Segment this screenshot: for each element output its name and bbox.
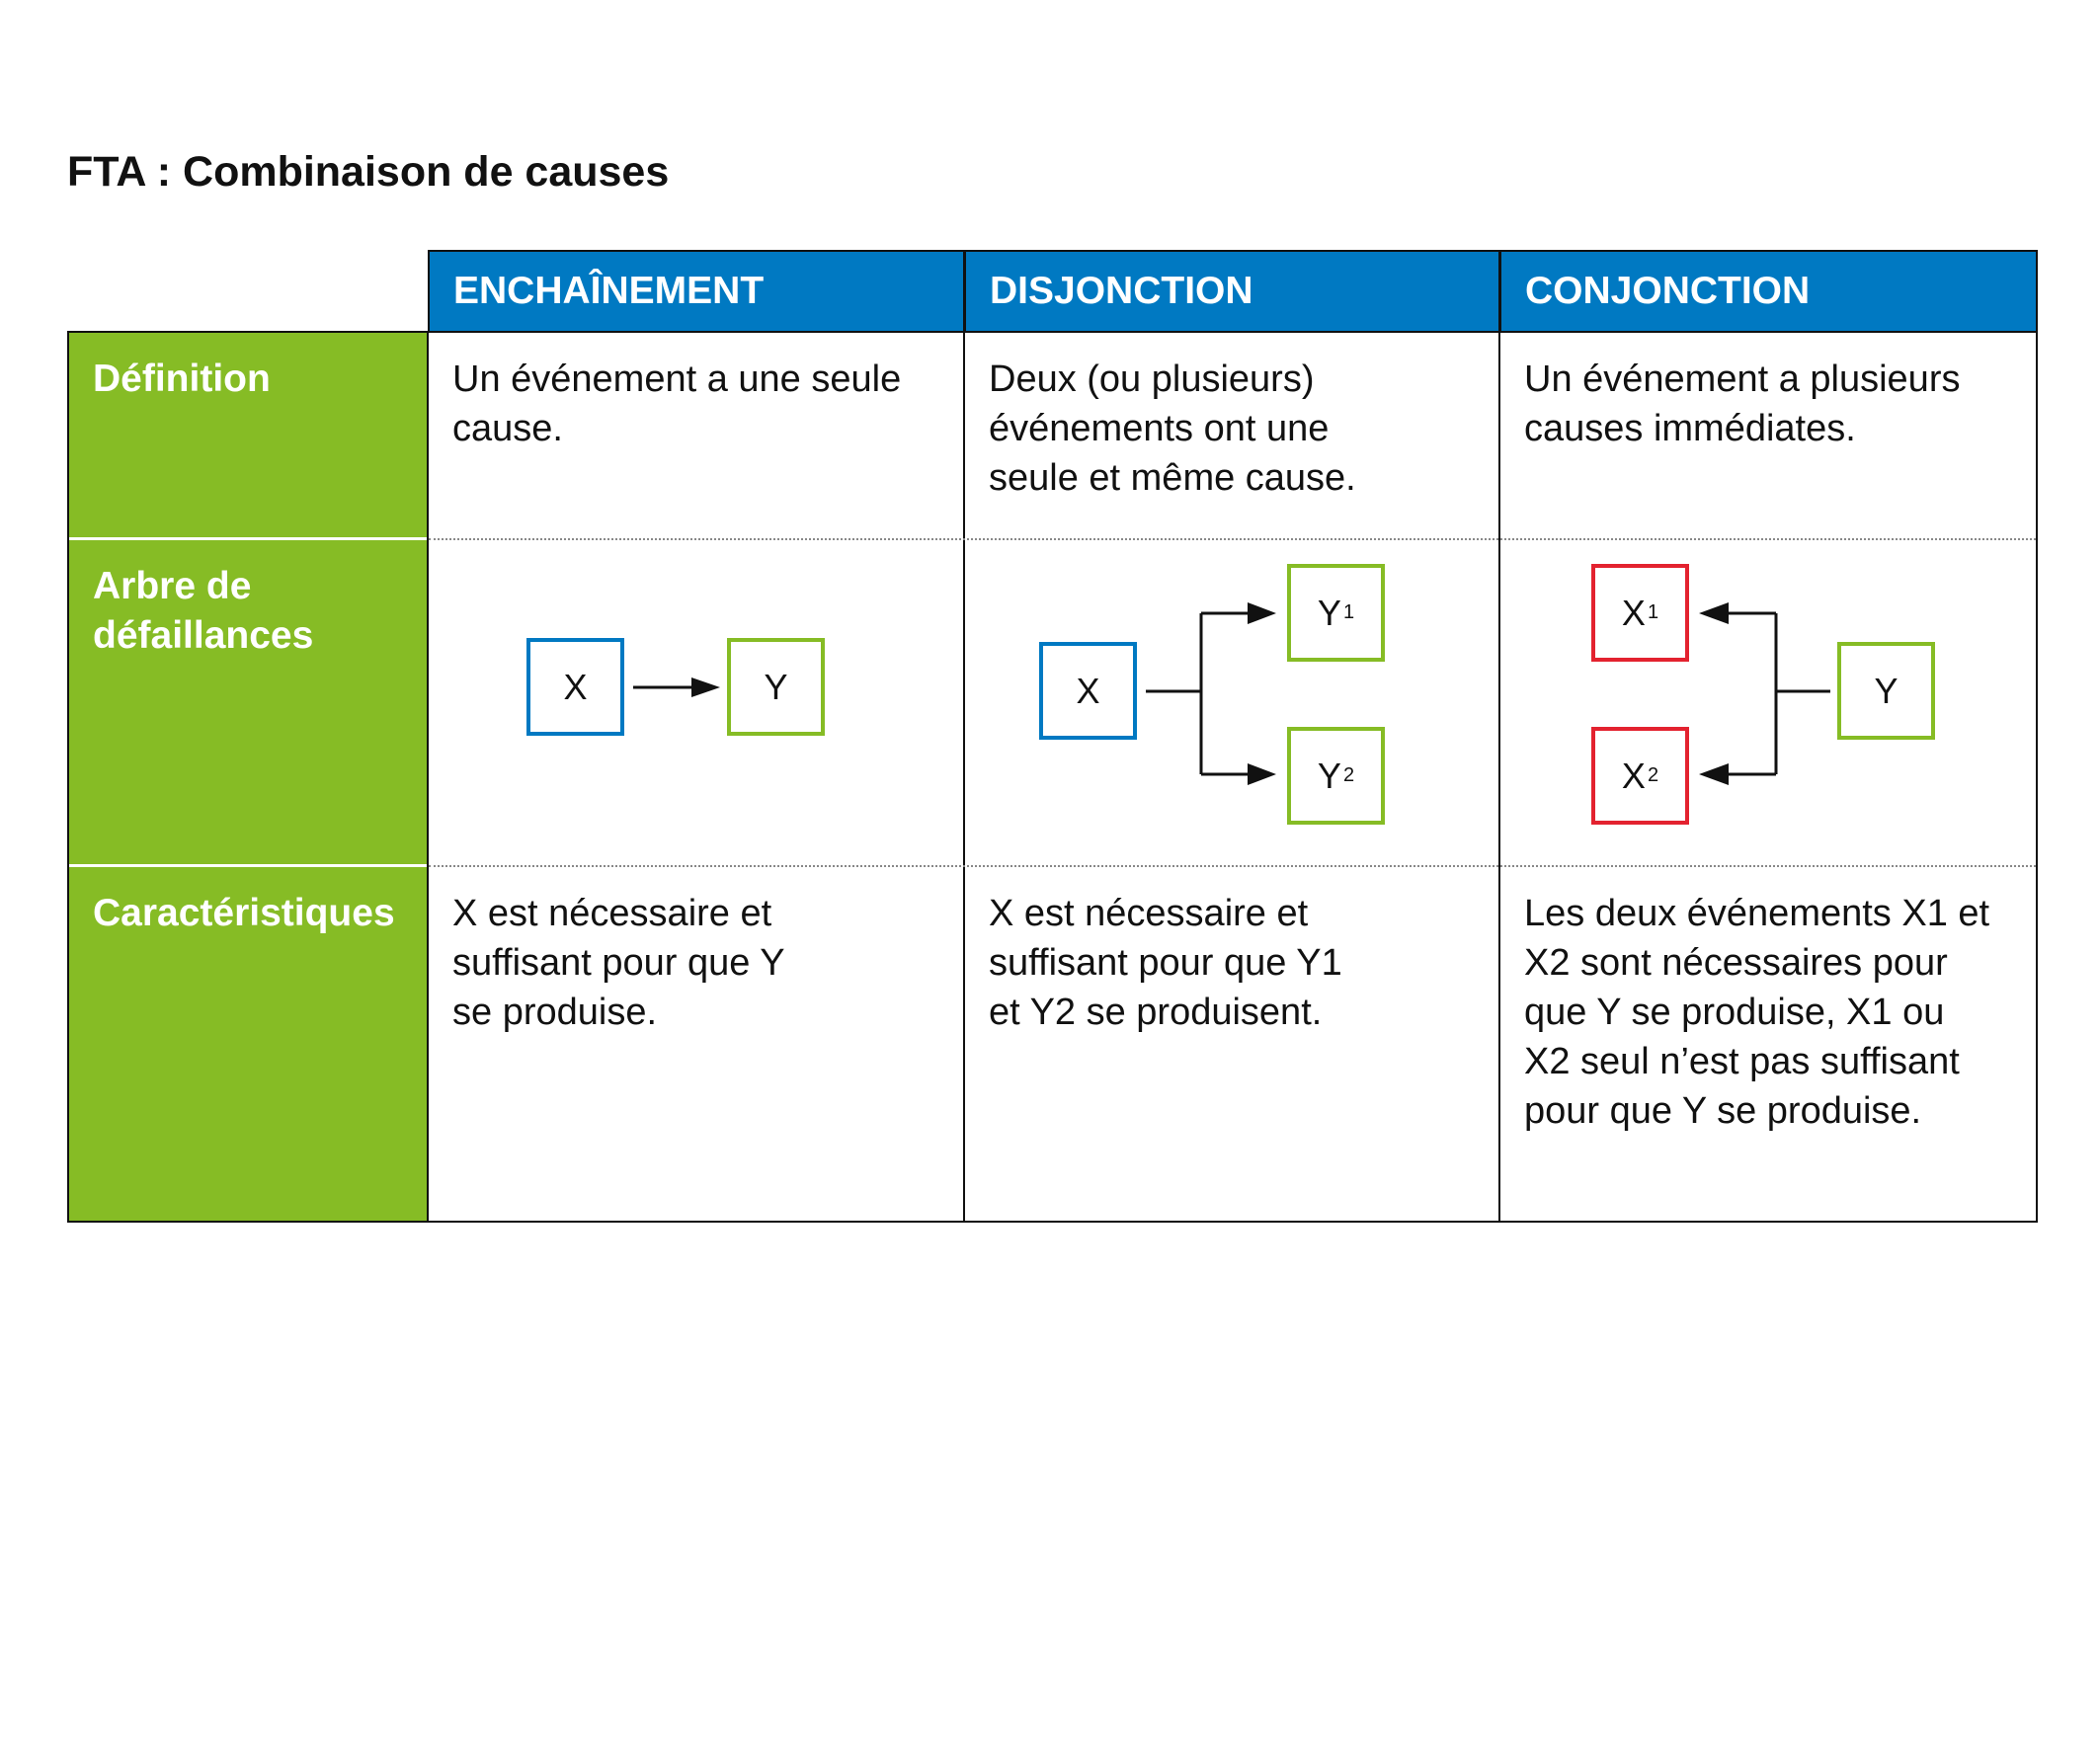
row-header-definition: Définition <box>69 333 427 426</box>
row-header-arbre: Arbre de défaillances <box>69 540 365 682</box>
event-label: Y <box>764 666 788 707</box>
column-divider <box>963 250 965 1223</box>
event-box-y: Y <box>727 638 825 736</box>
arrow-head <box>691 677 720 697</box>
event-box-y: Y <box>1837 642 1935 740</box>
event-subscript: 2 <box>1342 764 1355 786</box>
cell-caract-conjonction: Les deux événements X1 et X2 sont nécess… <box>1524 893 1990 1132</box>
arrow-head <box>1699 763 1729 785</box>
event-label: Y <box>1874 670 1898 711</box>
event-subscript: 2 <box>1647 764 1659 786</box>
row-divider <box>429 865 2036 867</box>
event-box-x: X <box>1039 642 1137 740</box>
row-divider <box>69 537 427 540</box>
table-body <box>67 331 2038 1223</box>
column-divider <box>1498 250 1500 1223</box>
page-title: FTA : Combinaison de causes <box>67 148 670 196</box>
event-label: X <box>1621 755 1646 796</box>
row-divider <box>429 538 2036 540</box>
event-label: Y <box>1317 592 1341 633</box>
row-header-column <box>69 333 428 1221</box>
cell-definition-conjonction: Un événement a plusieurs causes immédiat… <box>1524 358 1961 449</box>
column-header-enchainement: ENCHAÎNEMENT <box>428 250 966 333</box>
cell-definition-disjonction: Deux (ou plusieurs) événements ont une s… <box>989 358 1356 499</box>
arrow-head <box>1699 602 1729 624</box>
event-subscript: 1 <box>1647 601 1659 623</box>
event-label: X <box>563 666 588 707</box>
row-divider <box>69 864 427 867</box>
cell-caract-enchainement: X est nécessaire et suffisant pour que Y… <box>452 893 784 1033</box>
cell-caract-disjonction: X est nécessaire et suffisant pour que Y… <box>989 893 1342 1033</box>
row-header-caracteristiques: Caractéristiques <box>69 867 427 960</box>
event-label: Y <box>1317 755 1341 796</box>
arrow-head <box>1248 602 1276 624</box>
event-label: X <box>1076 670 1100 711</box>
event-subscript: 1 <box>1342 601 1355 623</box>
cell-definition-enchainement: Un événement a une seule cause. <box>452 358 902 449</box>
event-label: X <box>1621 592 1646 633</box>
event-box-x: X <box>526 638 624 736</box>
column-divider <box>427 331 429 1223</box>
arrow-head <box>1248 763 1276 785</box>
column-header-disjonction: DISJONCTION <box>964 250 1501 333</box>
